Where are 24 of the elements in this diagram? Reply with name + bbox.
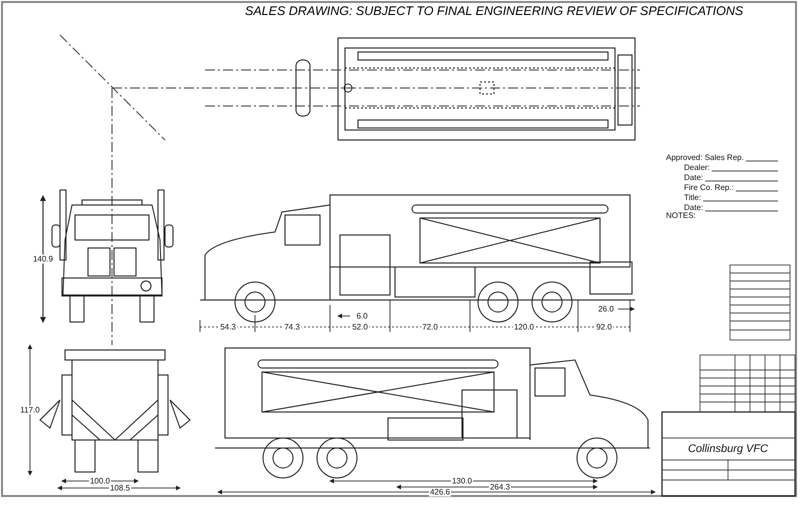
- dimension-label: 6.0: [355, 312, 369, 320]
- form-field-label: Title:: [683, 193, 702, 202]
- dimension-label: 26.0: [597, 304, 615, 314]
- dimension-label: 117.0: [19, 406, 41, 414]
- dimension-label: 108.5: [108, 484, 132, 492]
- title-heading: SALES DRAWING: SUBJECT TO FINAL ENGINEERING REVIEW OF SPECIFICATIONS: [245, 4, 744, 18]
- notes-label: NOTES:: [665, 211, 697, 220]
- dimension-label: 52.0: [351, 322, 369, 332]
- form-field-label: Approved: Sales Rep.: [665, 153, 745, 162]
- dimension-label: 120.0: [512, 322, 536, 332]
- dimension-label: 74.3: [283, 322, 301, 332]
- form-field-label: Date:: [683, 203, 704, 212]
- dimension-label: 72.0: [421, 322, 439, 332]
- dimension-label: 140.9: [32, 254, 54, 264]
- form-field-label: Dealer:: [683, 163, 711, 172]
- dimension-label: 130.0: [450, 476, 474, 486]
- dimension-label: 100.0: [88, 476, 112, 486]
- dimension-label: 92.0: [595, 322, 613, 332]
- form-field-label: Date:: [683, 173, 704, 182]
- dimension-label: 264.3: [488, 482, 512, 492]
- form-field-label: Fire Co. Rep.:: [683, 183, 735, 192]
- dimension-label: 54.3: [219, 322, 237, 332]
- customer-name: Collinsburg VFC: [686, 443, 770, 455]
- dimension-label: 426.6: [428, 488, 452, 496]
